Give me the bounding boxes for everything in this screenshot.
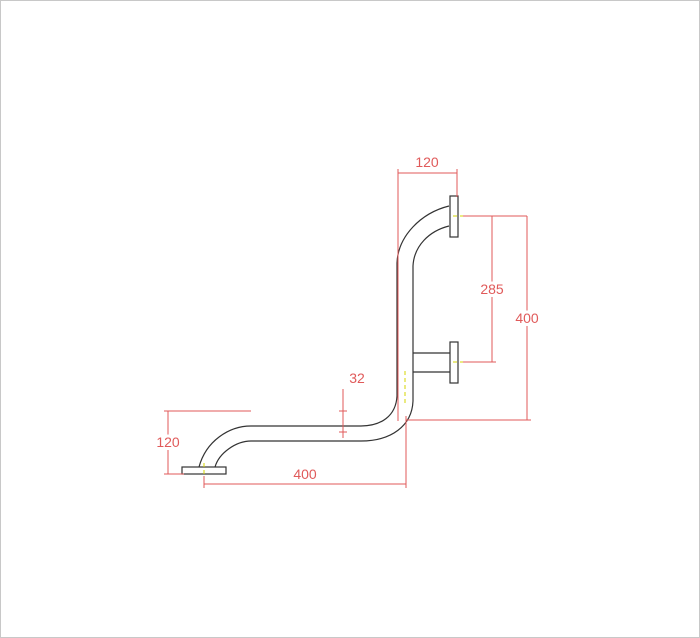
tube-inner-edge (214, 225, 450, 468)
dim-bottom-height-label: 120 (156, 434, 180, 450)
dim-spacing-label: 285 (480, 281, 504, 297)
dimension-labels: 120 285 400 32 120 400 (153, 154, 542, 482)
dim-bottom-width-label: 400 (293, 466, 317, 482)
dim-height-label: 400 (515, 310, 539, 326)
grab-bar-outline (181, 195, 459, 475)
tube-outer-edge (198, 205, 450, 468)
dim-top-width-label: 120 (415, 154, 439, 170)
centerlines (203, 215, 466, 477)
dim-tube-label: 32 (349, 370, 365, 386)
dimension-lines (164, 169, 531, 488)
